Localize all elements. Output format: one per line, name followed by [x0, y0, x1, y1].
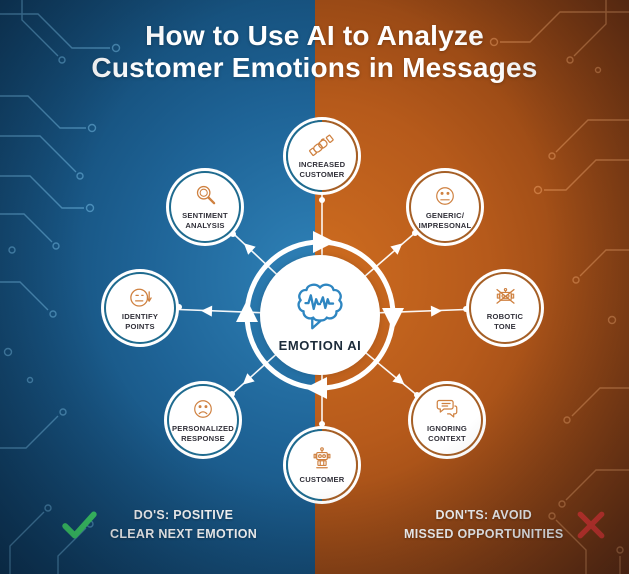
brain-waveform-speech-icon	[297, 283, 343, 330]
title-line1: How to Use AI to Analyze	[145, 20, 484, 51]
center-node-emotion-ai: EMOTION AI	[260, 255, 380, 375]
node-generic-impresonal: GENERIC/IMPRESONAL	[409, 171, 481, 243]
node-customer: CUSTOMER	[286, 429, 358, 501]
x-icon	[577, 511, 604, 539]
donts-callout: DON'TS: AVOID MISSED OPPORTUNITIES	[404, 506, 606, 544]
face-down-arrow-icon	[129, 288, 152, 307]
node-label: CUSTOMER	[299, 475, 345, 485]
crossed-robot-icon	[495, 287, 515, 304]
check-icon	[62, 511, 97, 539]
chat-bubbles-icon	[436, 400, 458, 418]
handshake-icon	[308, 134, 334, 157]
magnifier-icon	[196, 186, 216, 205]
title-line2: Customer Emotions in Messages	[91, 52, 538, 84]
connector-dots	[176, 197, 469, 427]
sad-face-icon	[194, 400, 212, 419]
dos-callout: DO'S: POSITIVE CLEAR NEXT EMOTION	[62, 506, 257, 544]
node-label: GENERIC/IMPRESONAL	[418, 211, 472, 230]
connector-arrowheads	[201, 243, 442, 385]
page-title: How to Use AI to Analyze Customer Emotio…	[0, 20, 629, 85]
dos-line1: DO'S: POSITIVE	[133, 508, 234, 522]
robot-icon	[313, 447, 331, 469]
cycle-arrowheads	[236, 231, 404, 399]
dos-line2: CLEAR NEXT EMOTION	[110, 526, 258, 541]
neutral-face-icon	[436, 187, 454, 206]
center-node-label: EMOTION AI	[278, 338, 362, 353]
donts-line1: DON'TS: AVOID	[435, 508, 532, 522]
donts-line2: MISSED OPPORTUNITIES	[404, 526, 564, 541]
